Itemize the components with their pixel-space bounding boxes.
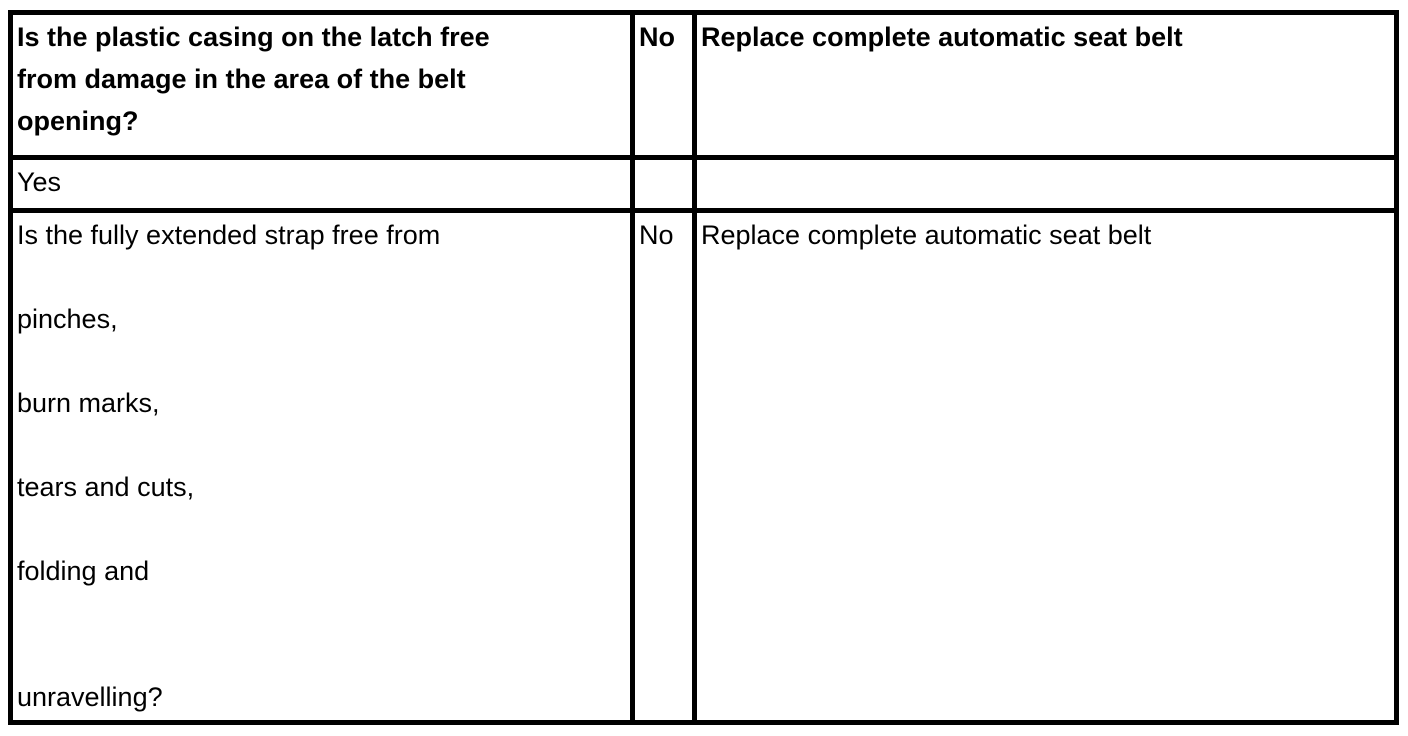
action-cell: Replace complete automatic seat belt xyxy=(692,10,1399,160)
table-row-latch-casing: Is the plastic casing on the latch free … xyxy=(8,10,1399,160)
table-row-yes: Yes xyxy=(8,155,1399,213)
answer-cell xyxy=(630,155,697,213)
question-cell: Is the fully extended strap free from pi… xyxy=(8,208,635,725)
action-cell: Replace complete automatic seat belt xyxy=(692,208,1399,725)
table-row-strap-condition: Is the fully extended strap free from pi… xyxy=(8,208,1399,725)
question-cell: Yes xyxy=(8,155,635,213)
question-cell: Is the plastic casing on the latch free … xyxy=(8,10,635,160)
table-body: Is the plastic casing on the latch free … xyxy=(8,10,1399,725)
answer-cell: No xyxy=(630,208,697,725)
inspection-checklist-table: Is the plastic casing on the latch free … xyxy=(8,10,1399,725)
action-cell xyxy=(692,155,1399,213)
answer-cell: No xyxy=(630,10,697,160)
